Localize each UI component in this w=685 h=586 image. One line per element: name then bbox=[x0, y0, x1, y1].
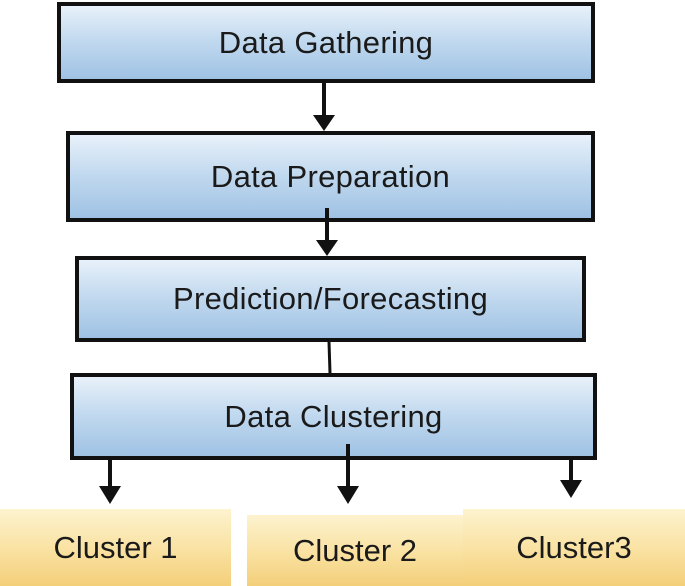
arrow-preparation-to-prediction-head bbox=[316, 240, 338, 256]
step-prediction-forecasting: Prediction/Forecasting bbox=[75, 256, 586, 342]
arrow-gathering-to-preparation-head bbox=[313, 115, 335, 131]
arrow-to-cluster-3-head bbox=[560, 480, 582, 498]
cluster-2-box: Cluster 2 bbox=[247, 515, 463, 586]
connector-prediction-to-clustering bbox=[327, 341, 332, 374]
arrow-to-cluster-2-head bbox=[337, 486, 359, 504]
step-data-preparation: Data Preparation bbox=[66, 131, 595, 222]
step-data-gathering: Data Gathering bbox=[57, 2, 595, 83]
cluster-3-box: Cluster3 bbox=[463, 509, 685, 586]
cluster-1-box: Cluster 1 bbox=[0, 509, 231, 586]
step-data-clustering: Data Clustering bbox=[70, 373, 597, 460]
arrow-to-cluster-1-head bbox=[99, 486, 121, 504]
